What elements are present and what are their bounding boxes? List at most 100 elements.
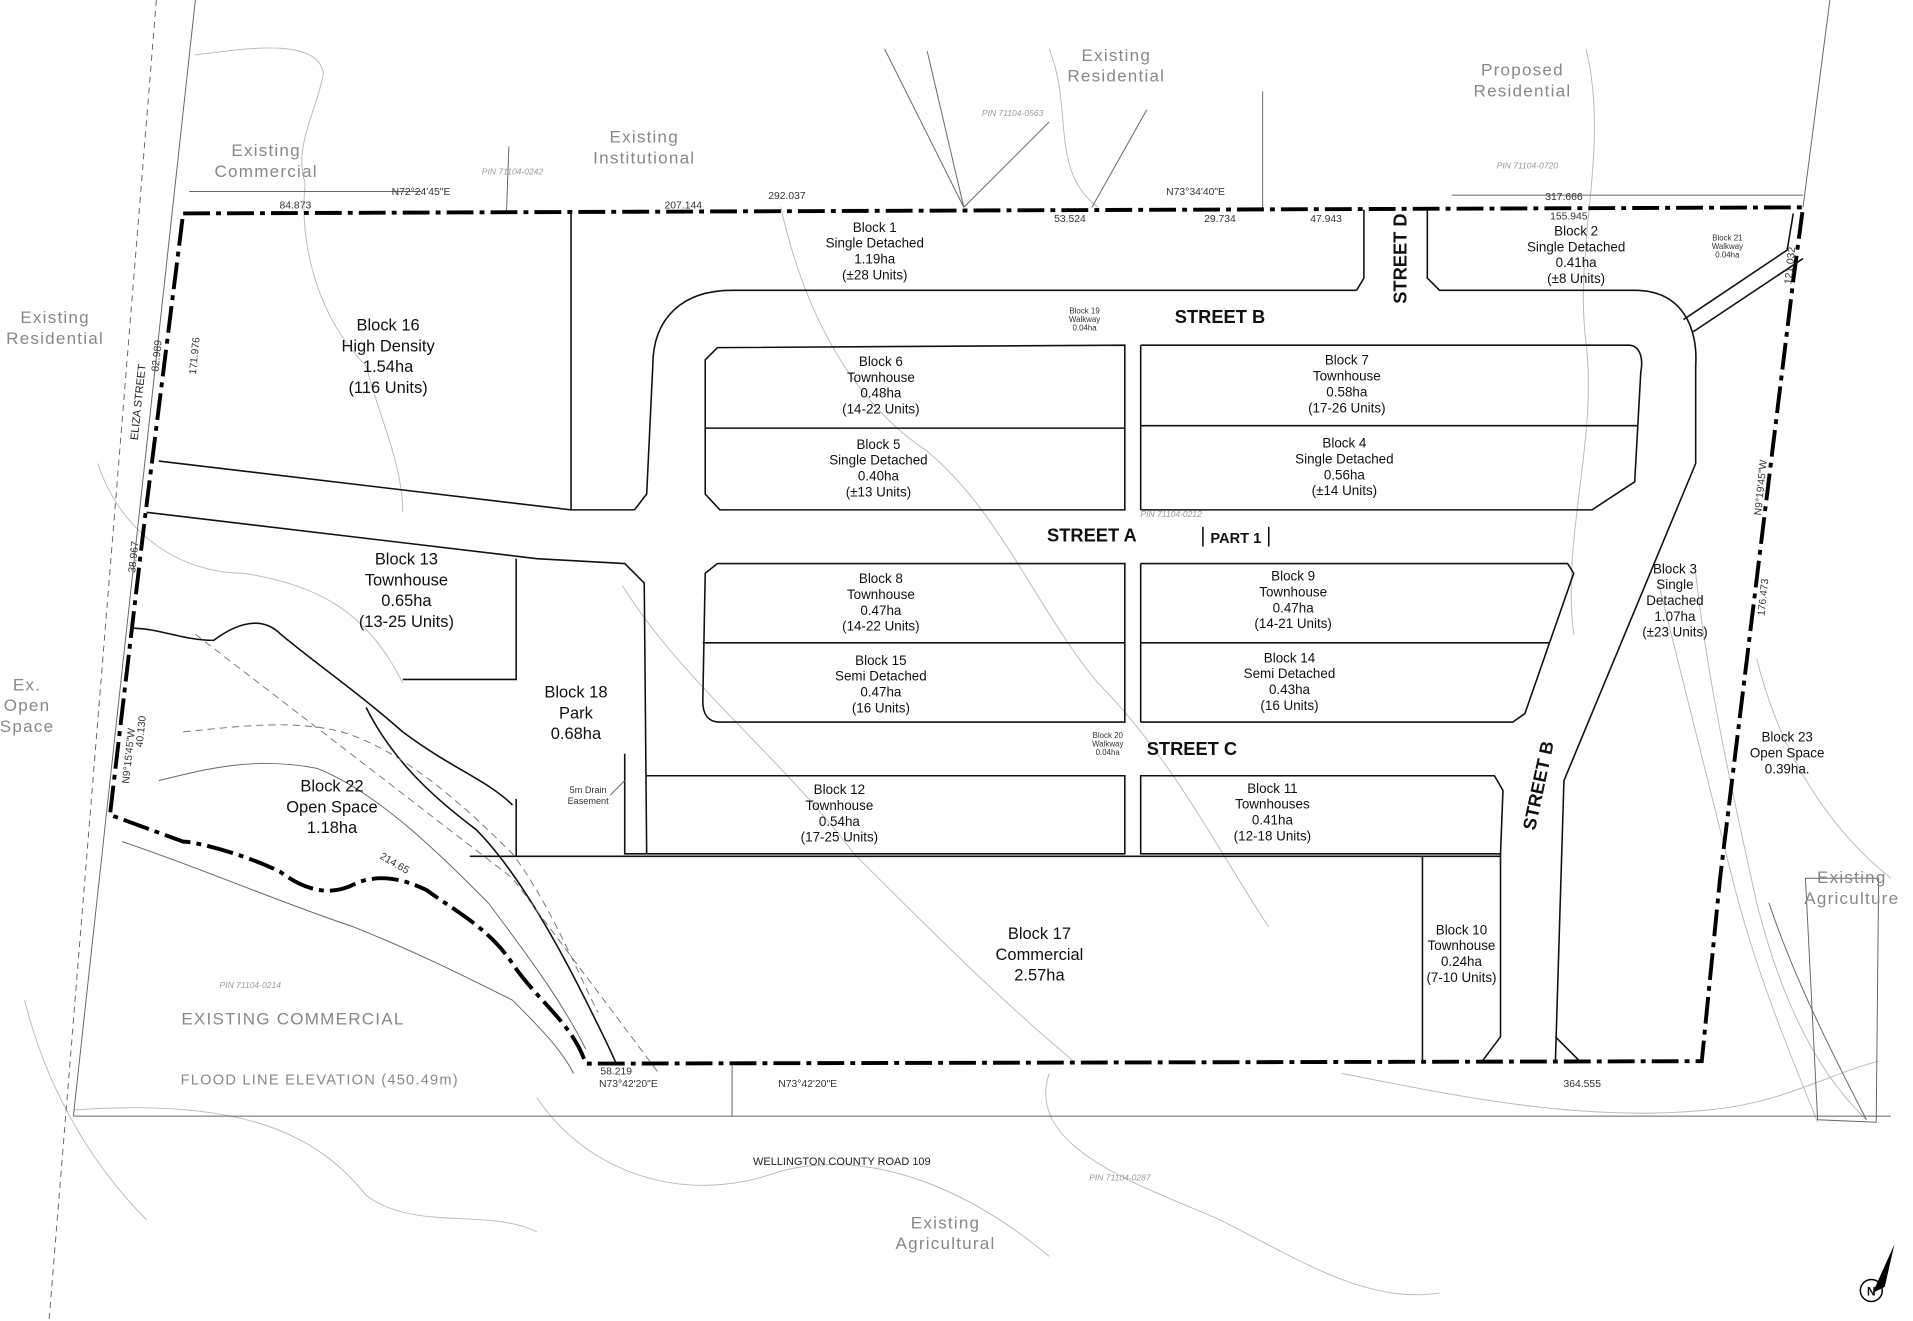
block-label-line: (16 Units) <box>1260 698 1318 713</box>
street-d-label: STREET D <box>1390 213 1411 303</box>
pin-label: PIN 71104-0242 <box>482 166 544 176</box>
block-label-line: (7-10 Units) <box>1426 970 1496 985</box>
dimension: 207.144 <box>665 201 703 212</box>
county-road-label: WELLINGTON COUNTY ROAD 109 <box>753 1156 931 1168</box>
block-label-line: Single Detached <box>1295 452 1393 467</box>
north-arrow-icon: N <box>1859 1244 1895 1303</box>
block-label-line: (14-22 Units) <box>842 619 920 634</box>
block-label-line: Block 12 <box>814 782 865 797</box>
block-label-line: High Density <box>341 337 435 355</box>
dimension: 121.032 <box>1783 246 1798 285</box>
subject-boundary <box>107 205 1806 1066</box>
block-label-line: 0.47ha <box>860 684 902 699</box>
block-label-line: (116 Units) <box>348 379 427 397</box>
block-label-line: Single Detached <box>826 236 924 251</box>
block-label-line: 1.07ha <box>1654 609 1696 624</box>
block-label-line: (±23 Units) <box>1642 625 1707 640</box>
block-label-line: 0.24ha <box>1441 954 1483 969</box>
block-label-line: 0.65ha <box>381 592 432 610</box>
lot-lines <box>122 209 1804 1074</box>
block-label-line: Townhouse <box>805 798 873 813</box>
block-label-line: 1.54ha <box>363 358 414 376</box>
block-label-line: 0.48ha <box>860 386 902 401</box>
block-label-line: Block 4 <box>1322 436 1367 451</box>
dimension: N73°42'20"E <box>778 1079 837 1090</box>
block-label-line: Open Space <box>286 798 377 816</box>
block-label-line: Townhouses <box>1235 797 1310 812</box>
eliza-street-label: ELIZA STREET <box>129 363 149 440</box>
dimension: 171.976 <box>188 336 203 375</box>
block-label-line: Block 8 <box>859 571 903 586</box>
dimension: 176.473 <box>1757 578 1772 617</box>
block-label-line: (14-22 Units) <box>842 401 920 416</box>
pin-labels: PIN 71104-0242 PIN 71104-0563 PIN 71104-… <box>220 108 1559 1183</box>
dimension: 84.873 <box>280 201 312 212</box>
block-label-line: Semi Detached <box>835 669 927 684</box>
pin-label: PIN 71104-0287 <box>1089 1173 1151 1183</box>
dimension: N73°42'20"E <box>599 1079 658 1090</box>
dimension: 214.65 <box>378 851 411 876</box>
pin-label: PIN 71104-0212 <box>1140 509 1202 519</box>
block-label-line: 0.04ha <box>1072 324 1097 333</box>
dimension: 82.989 <box>150 339 164 372</box>
block-label-line: 0.47ha <box>1273 600 1315 615</box>
dimension: 58.219 <box>600 1067 632 1078</box>
block-label-line: Block 20 <box>1093 731 1124 740</box>
street-a-label: STREET A <box>1047 525 1137 546</box>
block-label-line: Block 22 <box>300 778 363 796</box>
block-label-line: 0.41ha <box>1252 813 1294 828</box>
dimension: 155.945 <box>1550 212 1588 223</box>
block-label-line: Townhouse <box>365 571 448 589</box>
block-label-line: (17-25 Units) <box>801 830 879 845</box>
block-label-line: Townhouse <box>1259 584 1327 599</box>
block-label-line: 0.04ha <box>1715 250 1740 259</box>
contour-lines <box>24 47 1892 1296</box>
block-label-line: Townhouse <box>847 587 915 602</box>
block-label-line: 1.18ha <box>307 819 358 837</box>
block-label-line: (12-18 Units) <box>1234 828 1312 843</box>
block-label-line: (17-26 Units) <box>1308 400 1386 415</box>
block-label-line: Block 21 <box>1712 233 1743 242</box>
block-label-line: Commercial <box>996 946 1084 964</box>
flood-line-label: FLOOD LINE ELEVATION (450.49m) <box>181 1072 459 1088</box>
block-label-line: Walkway <box>1069 315 1100 324</box>
block-label-line: 0.68ha <box>551 725 602 743</box>
block-label-b16: Block 16 High Density 1.54ha (116 Units) <box>341 317 435 397</box>
block-label-line: (13-25 Units) <box>359 613 454 631</box>
dimension: N72°24'45"E <box>392 187 451 198</box>
block-label-line: (±8 Units) <box>1547 271 1605 286</box>
block-label-line: Townhouse <box>847 370 915 385</box>
dimension: 29.734 <box>1204 214 1236 225</box>
block-label-line: (±13 Units) <box>846 484 911 499</box>
svg-text:N: N <box>1867 1284 1876 1298</box>
block-label-line: Block 6 <box>859 354 903 369</box>
dimension: 40.130 <box>135 715 149 748</box>
block-label-line: 0.58ha <box>1326 384 1368 399</box>
block-label-line: Open Space <box>1750 745 1825 760</box>
block-label-line: Townhouse <box>1428 938 1496 953</box>
block-label-line: 0.39ha. <box>1765 761 1810 776</box>
block-label-line: Detached <box>1646 593 1703 608</box>
block-label-line: Block 16 <box>357 317 420 335</box>
